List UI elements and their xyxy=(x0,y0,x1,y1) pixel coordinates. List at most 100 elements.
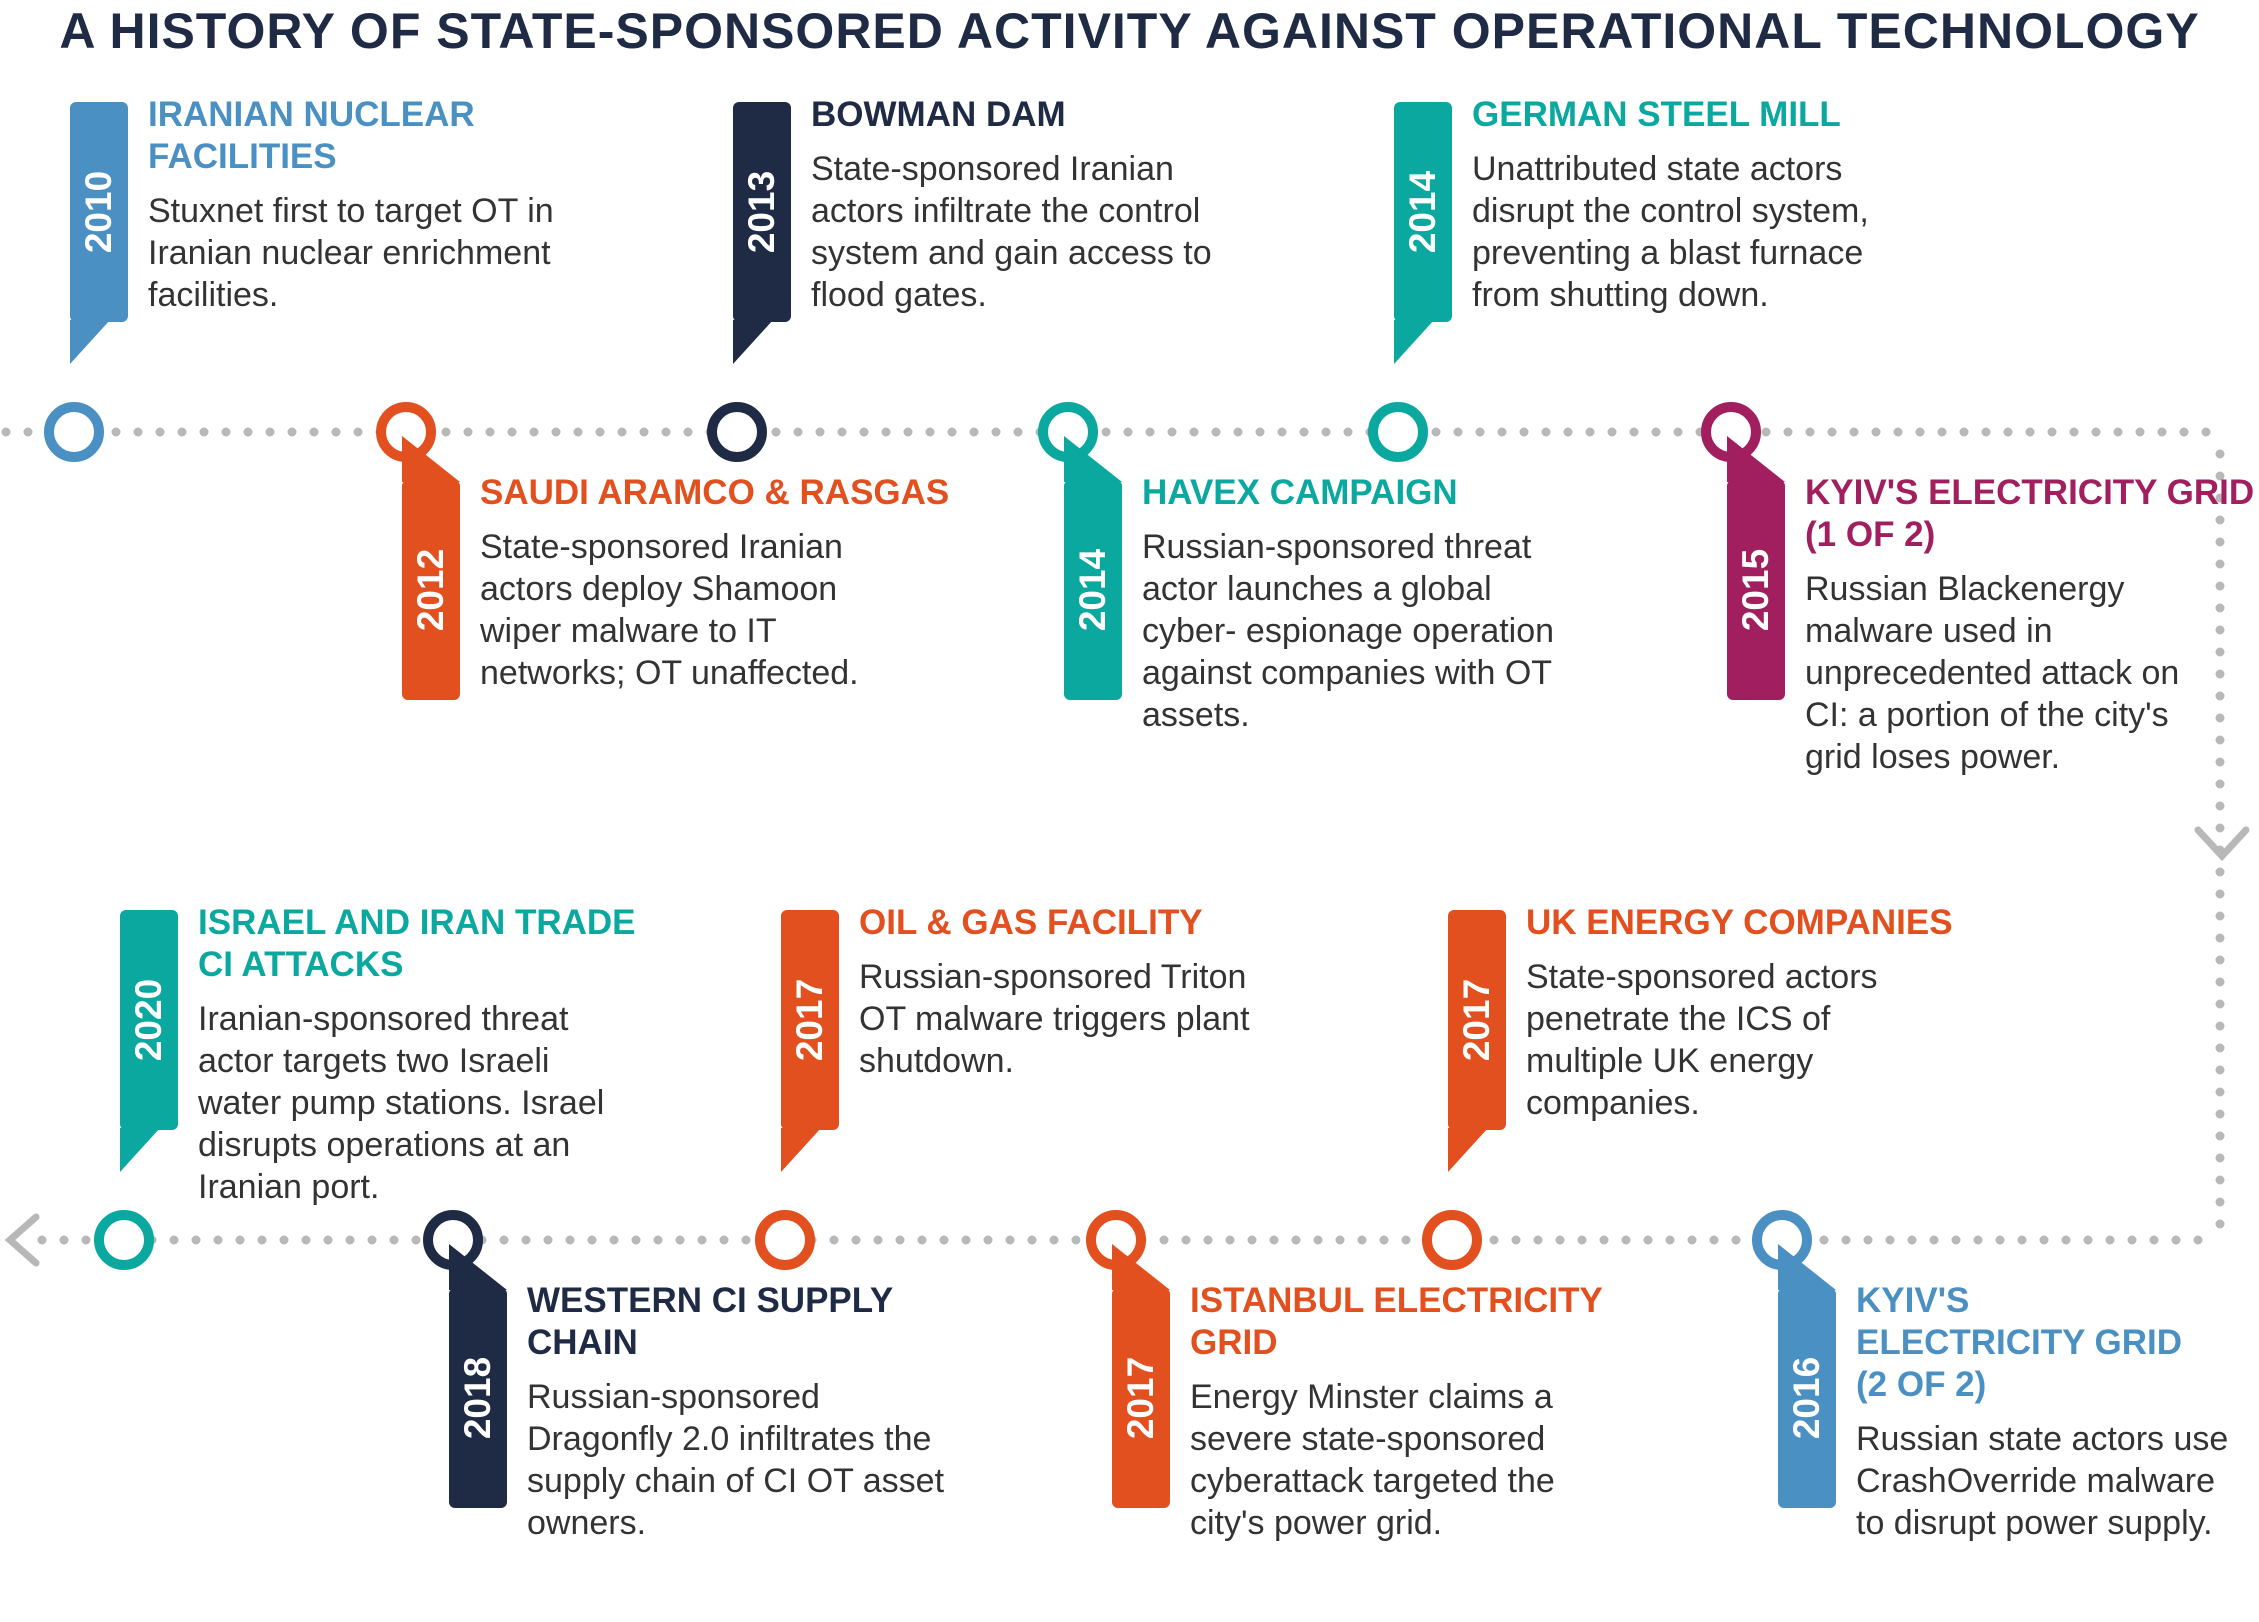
year-tab xyxy=(1778,1288,1836,1508)
track-dot xyxy=(1211,427,1221,437)
year-tab xyxy=(120,910,178,1130)
track-dot xyxy=(1849,427,1859,437)
track-dot xyxy=(2215,999,2225,1009)
track-dot xyxy=(1027,1235,1037,1245)
track-dot xyxy=(1291,1235,1301,1245)
track-dot xyxy=(1123,427,1133,437)
track-dot xyxy=(353,427,363,437)
track-dot xyxy=(1343,427,1353,437)
track-dot xyxy=(675,1235,685,1245)
event-year-box: 2017 xyxy=(1448,910,1506,1130)
year-tab xyxy=(449,1288,507,1508)
event-year: 2018 xyxy=(457,1356,498,1440)
track-dot xyxy=(1145,427,1155,437)
track-dot xyxy=(1871,427,1881,437)
track-dot xyxy=(2215,493,2225,503)
track-dot xyxy=(595,427,605,437)
year-tab-pointer xyxy=(70,320,110,364)
event-heading: BOWMAN DAM xyxy=(811,95,1066,134)
track-dot xyxy=(829,1235,839,1245)
event-year: 2010 xyxy=(78,170,119,254)
track-dot xyxy=(925,427,935,437)
year-tab-pointer xyxy=(1064,436,1122,482)
track-dot xyxy=(1167,427,1177,437)
track-dot xyxy=(573,427,583,437)
track-dot xyxy=(1005,1235,1015,1245)
year-tab-pointer xyxy=(449,1244,507,1290)
timeline-node xyxy=(707,402,767,462)
event-year-box: 2010 xyxy=(70,102,128,322)
track-dot xyxy=(1915,427,1925,437)
event-heading: WESTERN CI SUPPLY CHAIN xyxy=(527,1281,893,1362)
track-dot xyxy=(2215,867,2225,877)
track-dot xyxy=(1951,1235,1961,1245)
track-dot xyxy=(1981,427,1991,437)
track-dot xyxy=(859,427,869,437)
track-dot xyxy=(1599,1235,1609,1245)
track-dot xyxy=(1805,427,1815,437)
track-dot xyxy=(1863,1235,1873,1245)
track-dot xyxy=(543,1235,553,1245)
track-dot xyxy=(1321,427,1331,437)
track-dot xyxy=(2215,1153,2225,1163)
track-dot xyxy=(1159,1235,1169,1245)
track-dot xyxy=(2179,427,2189,437)
track-dot xyxy=(2215,647,2225,657)
track-dot xyxy=(367,1235,377,1245)
track-dot xyxy=(815,427,825,437)
track-dot xyxy=(2113,427,2123,437)
track-dot xyxy=(389,1235,399,1245)
track-dot xyxy=(1973,1235,1983,1245)
track-dot xyxy=(939,1235,949,1245)
track-dot xyxy=(345,1235,355,1245)
track-dot xyxy=(2215,1021,2225,1031)
track-dot xyxy=(2215,625,2225,635)
track-dot xyxy=(903,427,913,437)
event-description: Stuxnet first to target OT in Iranian nu… xyxy=(148,192,554,314)
track-dot xyxy=(1,427,11,437)
track-dot xyxy=(2083,1235,2093,1245)
event-description: State-sponsored Iranian actors infiltrat… xyxy=(811,150,1212,314)
track-dot xyxy=(1277,427,1287,437)
event-year-box: 2016 xyxy=(1778,1288,1836,1508)
event-heading: KYIV'S ELECTRICITY GRID (2 OF 2) xyxy=(1856,1281,2183,1404)
track-dot xyxy=(2061,1235,2071,1245)
track-dot xyxy=(2215,933,2225,943)
track-dot xyxy=(2215,603,2225,613)
track-dot xyxy=(1013,427,1023,437)
track-dot xyxy=(631,1235,641,1245)
event-year: 2012 xyxy=(410,548,451,632)
event-description: Energy Minster claims a severe state-spo… xyxy=(1190,1378,1555,1542)
track-dot xyxy=(2215,691,2225,701)
track-dot xyxy=(1563,427,1573,437)
track-dot xyxy=(1665,1235,1675,1245)
event-year-box: 2014 xyxy=(1394,102,1452,322)
timeline-node xyxy=(755,1210,815,1270)
track-dot xyxy=(2215,1219,2225,1229)
track-dot xyxy=(1819,1235,1829,1245)
track-dot xyxy=(1885,1235,1895,1245)
track-dot xyxy=(1827,427,1837,437)
year-tab xyxy=(733,102,791,322)
track-dot xyxy=(1071,1235,1081,1245)
year-tab xyxy=(781,910,839,1130)
track-dot xyxy=(2215,977,2225,987)
track-dot xyxy=(177,427,187,437)
track-dot xyxy=(499,1235,509,1245)
track-dot xyxy=(111,427,121,437)
track-dot xyxy=(661,427,671,437)
track-dot xyxy=(2127,1235,2137,1245)
track-dot xyxy=(2215,911,2225,921)
track-dot xyxy=(323,1235,333,1245)
track-dot xyxy=(2215,559,2225,569)
track-dot xyxy=(983,1235,993,1245)
timeline-node xyxy=(44,402,104,462)
track-dot xyxy=(2215,449,2225,459)
event-heading: ISTANBUL ELECTRICITY GRID xyxy=(1190,1281,1603,1362)
event-year-box: 2015 xyxy=(1727,480,1785,700)
track-dot xyxy=(1401,1235,1411,1245)
year-tab xyxy=(402,480,460,700)
track-dot xyxy=(1489,1235,1499,1245)
event-year: 2017 xyxy=(789,978,830,1062)
